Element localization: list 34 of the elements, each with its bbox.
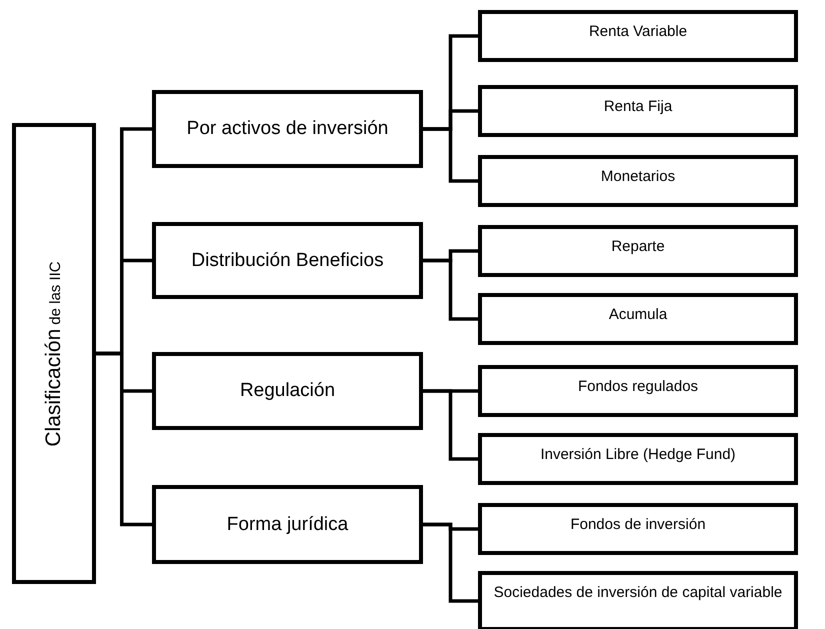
node-label: Fondos de inversión [570, 516, 706, 535]
node-label: Distribución Beneficios [191, 250, 384, 272]
node-title: Clasificación [42, 328, 66, 446]
node-box [478, 85, 798, 137]
node-label: Acumula [608, 306, 668, 325]
node-label: Reparte [611, 238, 665, 257]
node-label: Por activos de inversión [186, 118, 388, 140]
node-label: Sociedades de inversión de capital variable [494, 584, 782, 603]
node-label: Regulación [240, 380, 336, 402]
connector-line [423, 522, 478, 603]
node-box [478, 10, 798, 62]
node-box [478, 433, 798, 485]
node-label: Fondos regulados [578, 378, 698, 397]
node-box [478, 365, 798, 417]
connector-line [96, 352, 152, 526]
node-box [478, 571, 798, 629]
node-box [152, 90, 423, 168]
connector-line [423, 389, 478, 461]
node-box [12, 123, 96, 584]
node-subtitle: de las IIC [47, 260, 64, 324]
node-box [152, 222, 423, 299]
node-box [152, 485, 423, 564]
node-label: Monetarios [600, 168, 676, 187]
node-label: Inversión Libre (Hedge Fund) [540, 446, 736, 465]
node-label: Forma jurídica [226, 514, 348, 536]
node-box [152, 352, 423, 430]
node-label: Renta Fija [604, 98, 672, 117]
node-label: Renta Variable [588, 23, 688, 42]
node-box [478, 503, 798, 555]
node-box [478, 293, 798, 345]
node-box [478, 225, 798, 277]
connector-line [423, 127, 478, 183]
node-box [478, 155, 798, 207]
connector-line [423, 258, 478, 321]
